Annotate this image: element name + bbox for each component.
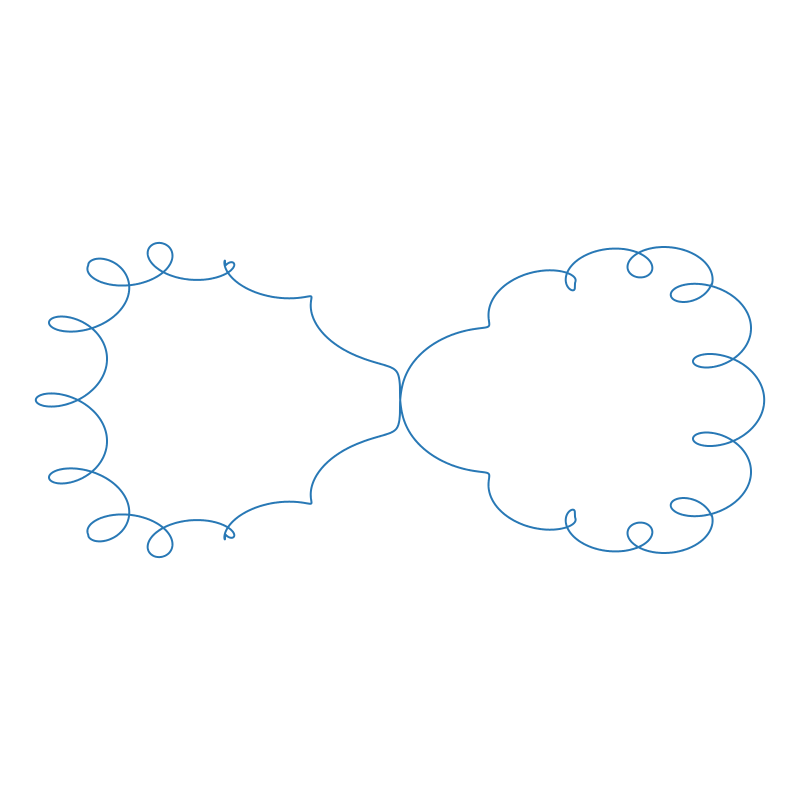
ornamental-curve bbox=[34, 241, 766, 559]
